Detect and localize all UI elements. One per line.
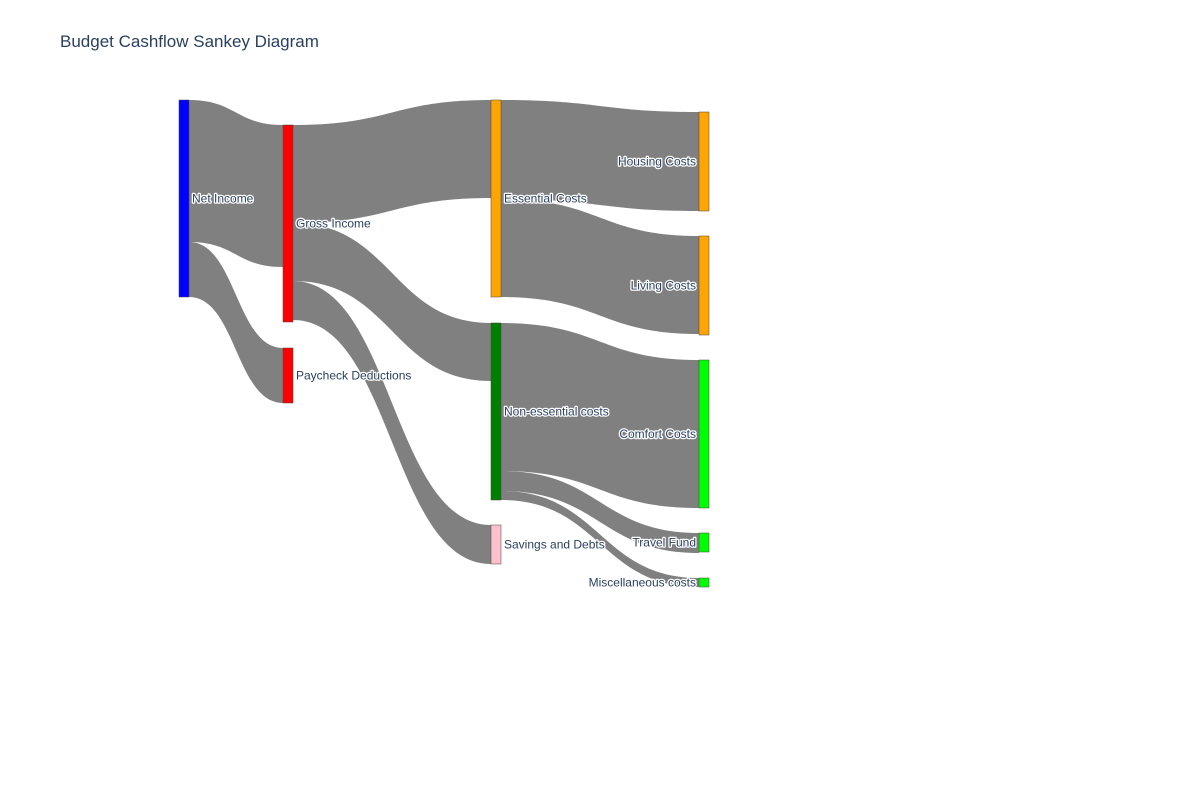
node-gross[interactable]: [282, 124, 294, 323]
node-label-deduct: Paycheck Deductions: [296, 369, 411, 383]
node-label-net: Net Income: [192, 192, 254, 206]
node-label-essential: Essential Costs: [504, 192, 587, 206]
node-housing[interactable]: [698, 111, 710, 212]
node-comfort[interactable]: [698, 359, 710, 509]
node-essential[interactable]: [490, 99, 502, 298]
link-essential-to-housing[interactable]: [501, 100, 699, 211]
node-label-travel: Travel Fund: [632, 536, 696, 550]
link-gross-to-savings[interactable]: [293, 281, 491, 564]
node-net[interactable]: [178, 99, 190, 298]
node-label-savings: Savings and Debts: [504, 538, 605, 552]
link-essential-to-living[interactable]: [501, 199, 699, 334]
node-label-living: Living Costs: [631, 279, 696, 293]
node-label-nonessential: Non-essential costs: [504, 405, 609, 419]
nodes-layer: [178, 99, 710, 588]
link-gross-to-nonessential[interactable]: [293, 223, 491, 381]
node-label-comfort: Comfort Costs: [619, 427, 696, 441]
link-nonessential-to-misc[interactable]: [501, 491, 699, 587]
link-net-to-deduct[interactable]: [189, 242, 283, 403]
node-living[interactable]: [698, 235, 710, 336]
node-travel[interactable]: [698, 532, 710, 553]
link-gross-to-essential[interactable]: [293, 100, 491, 223]
node-misc[interactable]: [698, 577, 710, 588]
link-nonessential-to-travel[interactable]: [501, 471, 699, 553]
links-layer: [189, 100, 699, 587]
node-label-gross: Gross Income: [296, 217, 371, 231]
link-net-to-gross[interactable]: [189, 100, 283, 267]
node-label-misc: Miscellaneous costs: [589, 576, 696, 590]
chart-title: Budget Cashflow Sankey Diagram: [60, 32, 319, 51]
node-nonessential[interactable]: [490, 322, 502, 501]
node-label-housing: Housing Costs: [618, 155, 696, 169]
node-savings[interactable]: [490, 524, 502, 565]
node-deduct[interactable]: [282, 347, 294, 404]
link-nonessential-to-comfort[interactable]: [501, 323, 699, 508]
